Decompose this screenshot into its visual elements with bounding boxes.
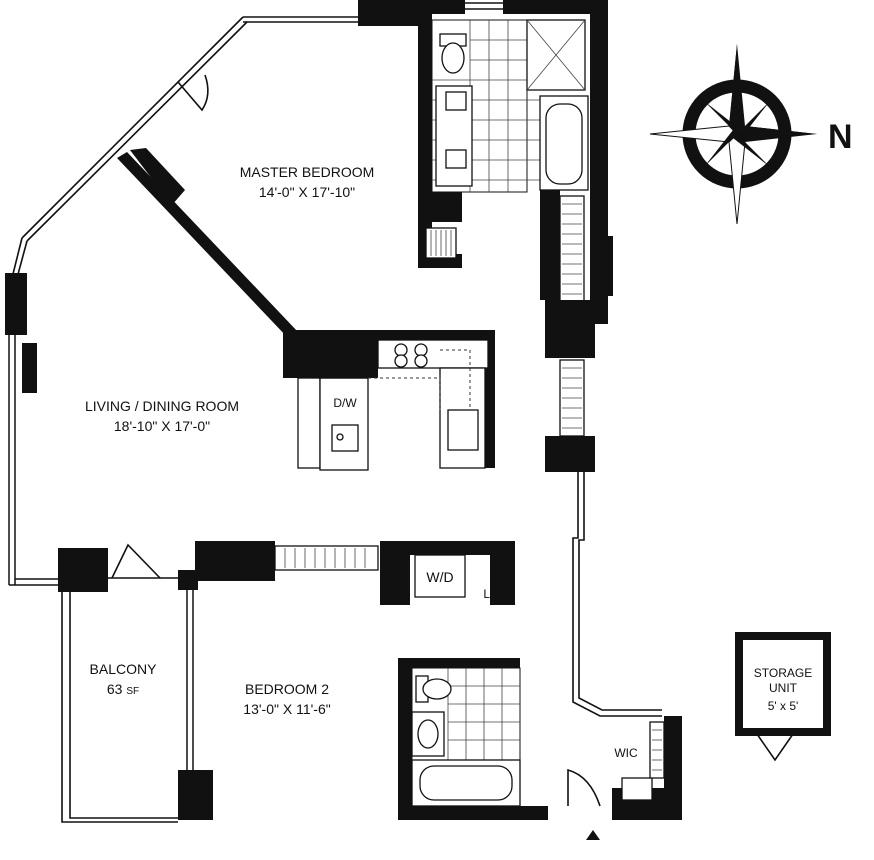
bath2-bathtub [411,759,521,807]
master-bedroom-name: MASTER BEDROOM [240,164,375,180]
master-shower [526,19,586,91]
compass-rose-icon [649,44,817,225]
master-balcony-door [177,74,209,112]
balcony-name: BALCONY [90,661,158,677]
storage-line2: UNIT [769,681,798,695]
master-toilet [439,33,467,74]
storage-unit [735,632,831,762]
bath2-walls [398,658,548,820]
kitchen [297,330,495,471]
walk-in-closet-label: WIC [614,746,638,760]
bedroom2-name: BEDROOM 2 [245,681,329,697]
living-dining-dims: 18'-10" X 17'-0" [114,418,210,434]
storage-dims: 5' x 5' [768,699,799,713]
washer-dryer [414,554,466,598]
balcony-area: 63 SF [107,681,139,697]
angled-window-wall [11,16,358,279]
corridor-walls [545,300,662,717]
stove [394,343,428,368]
linen-closet-label: LC [483,587,499,601]
master-bedroom-dims: 14'-0" X 17'-10" [259,184,355,200]
bath2-toilet [415,675,452,703]
walk-in-closet [612,716,682,820]
dishwasher-label: D/W [333,396,357,410]
balcony-door [111,543,161,579]
master-closet [425,227,457,259]
bedroom2-dims: 13'-0" X 11'-6" [243,701,330,717]
balcony-area-unit: SF [126,686,139,697]
living-dining-name: LIVING / DINING ROOM [85,398,239,414]
balcony-area-value: 63 [107,681,123,697]
washer-dryer-label: W/D [426,569,453,585]
bath2-sink [411,711,445,757]
master-vanity [435,85,473,187]
bedroom-living-partition [117,148,378,378]
entry-door [567,768,601,840]
master-hall-closet [559,195,585,321]
master-bathtub [539,95,589,191]
storage-line1: STORAGE [754,666,812,680]
bedroom2-walls [58,541,515,823]
north-label: N [828,118,853,156]
west-window-wall [5,273,58,586]
